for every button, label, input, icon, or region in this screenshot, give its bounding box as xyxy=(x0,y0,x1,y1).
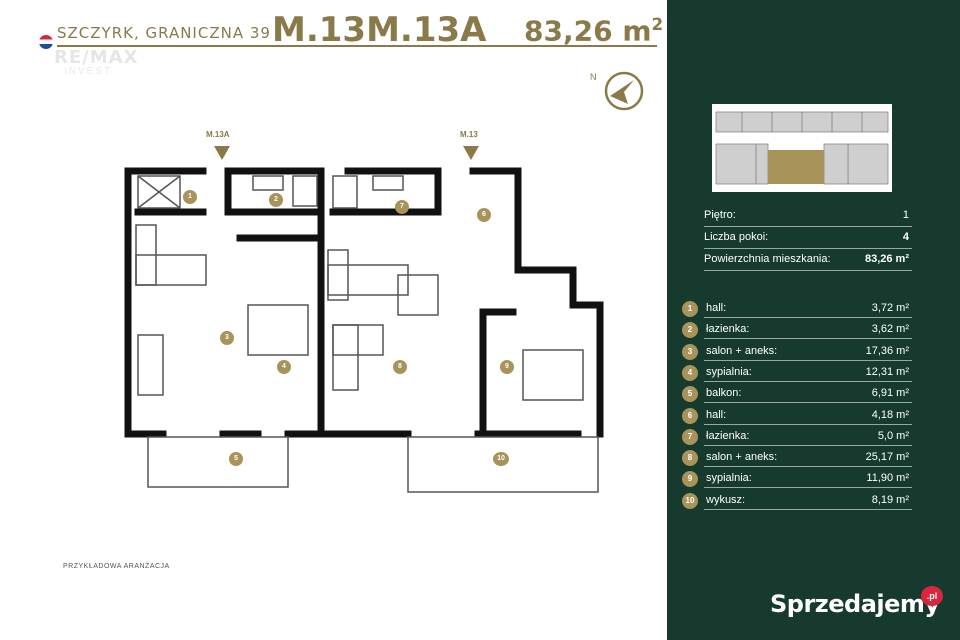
divider xyxy=(704,338,912,340)
room-marker: 7 xyxy=(395,200,409,214)
divider xyxy=(704,466,912,468)
room-number-badge: 10 xyxy=(682,492,698,509)
room-label: salon + aneks: xyxy=(706,451,778,464)
divider xyxy=(704,402,912,404)
room-number-badge: 1 xyxy=(682,301,698,317)
room-number-badge: 4 xyxy=(682,364,698,381)
logo-sub: INVEST xyxy=(64,66,113,77)
floor-plan: M.13A M.13 xyxy=(124,146,604,493)
room-row: 9 sypialnia: 11,90 m² xyxy=(682,468,912,490)
balloon-logo-icon xyxy=(39,35,53,49)
summary-area: Powierzchnia mieszkania:83,26 m² xyxy=(704,253,909,265)
room-marker: 2 xyxy=(269,193,283,207)
room-label: łazienka: xyxy=(706,323,750,336)
room-marker: 9 xyxy=(500,360,514,374)
room-number-badge: 8 xyxy=(682,450,698,467)
room-number-badge: 5 xyxy=(682,386,698,403)
divider xyxy=(704,248,912,249)
room-marker: 3 xyxy=(220,331,234,345)
room-marker: 1 xyxy=(183,190,197,204)
room-row: 7 łazienka: 5,0 m² xyxy=(682,426,912,448)
watermark-brand: Sprzedajemy xyxy=(770,590,940,618)
room-area: 11,90 m² xyxy=(866,472,909,485)
room-label: hall: xyxy=(706,302,727,314)
summary-rooms: Liczba pokoi:4 xyxy=(704,231,909,243)
room-marker: 6 xyxy=(477,208,491,222)
room-area: 17,36 m² xyxy=(865,344,909,357)
building-keyplan xyxy=(712,104,892,192)
room-area: 5,0 m² xyxy=(877,429,909,442)
room-label: wykusz: xyxy=(706,493,746,506)
room-row: 3 salon + aneks: 17,36 m² xyxy=(682,341,912,363)
entrance-m13-label: M.13 xyxy=(460,130,478,139)
svg-text:N: N xyxy=(590,72,597,82)
room-number-badge: 9 xyxy=(682,471,698,488)
compass-north-icon: N xyxy=(590,71,644,111)
room-marker: 10 xyxy=(493,452,509,466)
room-area: 25,17 m² xyxy=(865,451,909,464)
total-area: 83,26 m2 xyxy=(524,14,664,48)
address: SZCZYRK, GRANICZNA 39 xyxy=(57,24,271,42)
room-number-badge: 3 xyxy=(682,343,698,360)
room-row: 5 balkon: 6,91 m² xyxy=(682,383,912,405)
room-area: 4,18 m² xyxy=(871,408,909,421)
room-area: 6,91 m² xyxy=(871,387,909,400)
divider xyxy=(704,380,912,382)
divider xyxy=(704,317,912,318)
room-number-badge: 2 xyxy=(682,322,698,339)
header-divider xyxy=(57,45,657,47)
divider xyxy=(704,359,912,361)
page-title: M.13M.13A xyxy=(272,10,487,50)
room-row: 8 salon + aneks: 25,17 m² xyxy=(682,447,912,469)
watermark-badge: .pl xyxy=(921,586,943,606)
room-row: 1 hall: 3,72 m² xyxy=(682,298,912,320)
room-label: hall: xyxy=(706,408,727,421)
room-label: łazienka: xyxy=(706,429,750,442)
divider xyxy=(704,508,912,510)
entrance-m13a-label: M.13A xyxy=(206,130,230,139)
room-marker: 4 xyxy=(277,360,291,374)
room-marker: 8 xyxy=(393,360,407,374)
plan-note: PRZYKŁADOWA ARANŻACJA xyxy=(63,563,170,570)
room-label: salon + aneks: xyxy=(706,344,778,357)
logo-brand: RE/MAX xyxy=(54,47,139,68)
room-row: 4 sypialnia: 12,31 m² xyxy=(682,362,912,384)
room-area: 12,31 m² xyxy=(865,365,909,378)
room-row: 6 hall: 4,18 m² xyxy=(682,405,912,427)
divider xyxy=(704,226,912,227)
room-marker: 5 xyxy=(229,452,243,466)
room-area: 3,72 m² xyxy=(871,302,909,314)
room-number-badge: 7 xyxy=(682,428,698,445)
room-row: 10 wykusz: 8,19 m² xyxy=(682,490,912,512)
divider xyxy=(704,487,912,489)
room-number-badge: 6 xyxy=(682,407,698,424)
divider xyxy=(704,423,912,425)
room-row: 2 łazienka: 3,62 m² xyxy=(682,319,912,341)
room-label: balkon: xyxy=(706,387,742,400)
divider xyxy=(704,444,912,446)
divider xyxy=(704,270,912,271)
room-label: sypialnia: xyxy=(706,472,752,485)
room-label: sypialnia: xyxy=(706,365,752,378)
summary-floor: Piętro:1 xyxy=(704,209,909,221)
room-area: 8,19 m² xyxy=(871,493,909,506)
room-area: 3,62 m² xyxy=(871,323,909,336)
